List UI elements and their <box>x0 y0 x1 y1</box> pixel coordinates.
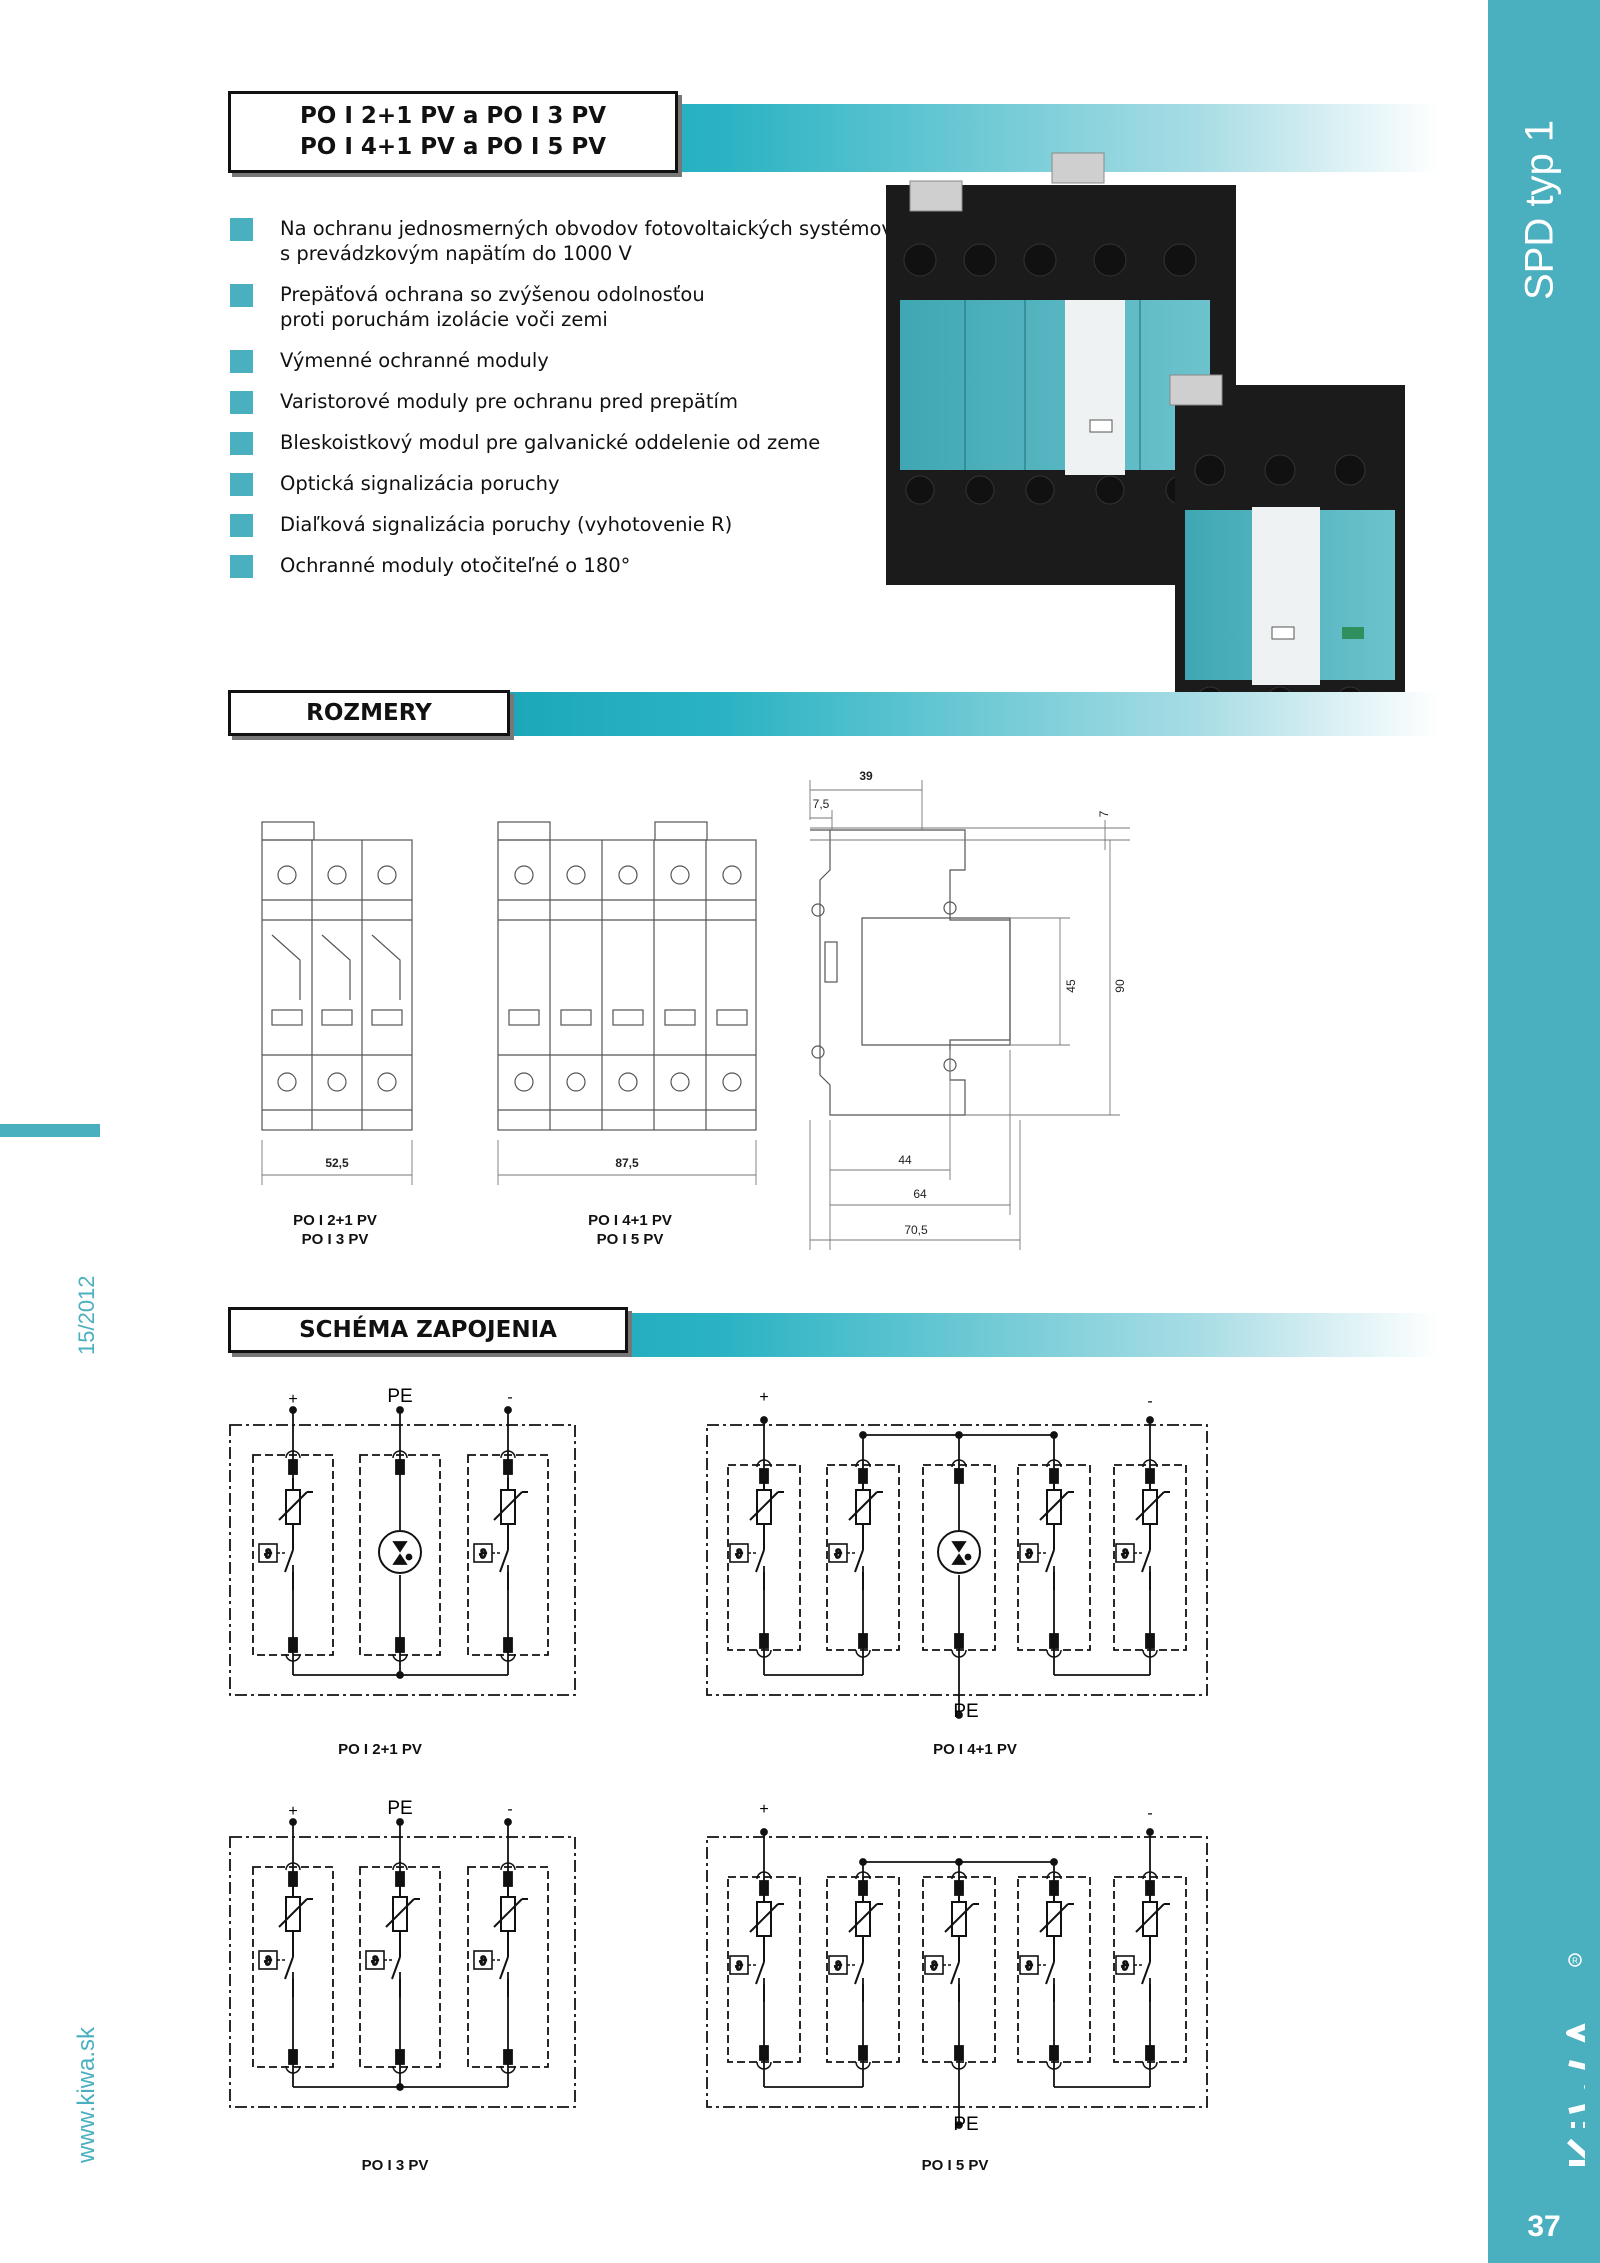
front-view-3pole <box>261 821 413 1131</box>
dim-d3-label: 70,5 <box>904 1223 928 1237</box>
dim-top-label: 39 <box>859 769 873 783</box>
product-header-line2: PO I 4+1 PV a PO I 5 PV <box>299 134 607 160</box>
dim-offset-label: 7,5 <box>813 797 830 811</box>
schema-header: SCHÉMA ZAPOJENIA <box>228 1307 628 1353</box>
pe-label: PE <box>953 2114 978 2135</box>
front-view-5pole <box>497 821 757 1131</box>
width-3pole-label: 52,5 <box>325 1156 349 1170</box>
feature-item: Bleskoistkový modul pre galvanické oddel… <box>230 430 820 455</box>
right-band <box>1488 0 1600 2263</box>
minus-label: - <box>1147 1805 1152 1822</box>
bullet-icon <box>230 473 253 496</box>
side-title: SPD typ 1 <box>1517 119 1562 301</box>
schematic-caption-po-i-3-pv: PO I 3 PV <box>361 2157 429 2174</box>
schematic-po-i-2-1-pv <box>229 1406 576 1696</box>
bullet-icon <box>230 514 253 537</box>
feature-item: Ochranné moduly otočiteľné o 180° <box>230 553 630 578</box>
dim-height-total-label: 90 <box>1113 979 1127 993</box>
bullet-icon <box>230 350 253 373</box>
plus-label: + <box>288 1803 297 1820</box>
pe-label: PE <box>953 1701 978 1722</box>
svg-text:R: R <box>1572 1957 1578 1966</box>
schematic-po-i-3-pv <box>229 1818 576 2108</box>
wiring-schematics: ϑ + PE - <box>229 1386 1208 2135</box>
left-accent-bar <box>0 1124 100 1137</box>
feature-item: Výmenné ochranné moduly <box>230 348 549 373</box>
website-link[interactable]: www.kiwa.sk <box>73 2026 100 2164</box>
bullet-icon <box>230 432 253 455</box>
feature-item: Optická signalizácia poruchy <box>230 471 559 496</box>
dimensions-header: ROZMERY <box>228 690 510 736</box>
feature-item: Varistorové moduly pre ochranu pred prep… <box>230 389 738 414</box>
product-header: PO I 2+1 PV a PO I 3 PV PO I 4+1 PV a PO… <box>228 91 678 173</box>
page-number: 37 <box>1527 2210 1561 2243</box>
schematic-caption-po-i-5-pv: PO I 5 PV <box>921 2157 989 2174</box>
schematic-po-i-5-pv <box>706 1828 1208 2129</box>
dim-d2-label: 64 <box>913 1187 927 1201</box>
pe-label: PE <box>387 1798 412 1819</box>
product-photo <box>886 152 1405 725</box>
issue-date: 15/2012 <box>74 1275 99 1355</box>
brand-logo: R <box>1505 1950 1600 2170</box>
feature-item: Diaľková signalizácia poruchy (vyhotoven… <box>230 512 732 537</box>
bullet-icon <box>230 391 253 414</box>
schematic-caption-po-i-2-1-pv: PO I 2+1 PV <box>338 1741 422 1758</box>
product-unit-3pole <box>1169 374 1405 725</box>
side-view <box>810 829 1011 1116</box>
pe-label: PE <box>387 1386 412 1407</box>
dim-d1-label: 44 <box>898 1153 912 1167</box>
feature-item: Na ochranu jednosmerných obvodov fotovol… <box>230 216 893 266</box>
schematic-po-i-4-1-pv <box>706 1416 1208 1719</box>
minus-label: - <box>1147 1393 1152 1410</box>
bullet-icon <box>230 218 253 241</box>
plus-label: + <box>759 1389 768 1406</box>
product-unit-5pole <box>886 152 1236 585</box>
minus-label: - <box>507 1389 512 1406</box>
product-header-line1: PO I 2+1 PV a PO I 3 PV <box>299 103 607 129</box>
width-5pole-label: 87,5 <box>615 1156 639 1170</box>
bullet-icon <box>230 284 253 307</box>
plus-label: + <box>759 1801 768 1818</box>
schematic-caption-po-i-4-1-pv: PO I 4+1 PV <box>933 1741 1017 1758</box>
bullet-icon <box>230 555 253 578</box>
dim-height-inner-label: 45 <box>1064 979 1078 993</box>
plus-label: + <box>288 1391 297 1408</box>
dimension-drawings: 52,5 87,5 39 7,5 7 45 90 44 64 70,5 <box>261 769 1130 1250</box>
dim-top-gap-label: 7 <box>1097 810 1111 817</box>
feature-item: Prepäťová ochrana so zvýšenou odolnosťou… <box>230 282 705 332</box>
minus-label: - <box>507 1801 512 1818</box>
